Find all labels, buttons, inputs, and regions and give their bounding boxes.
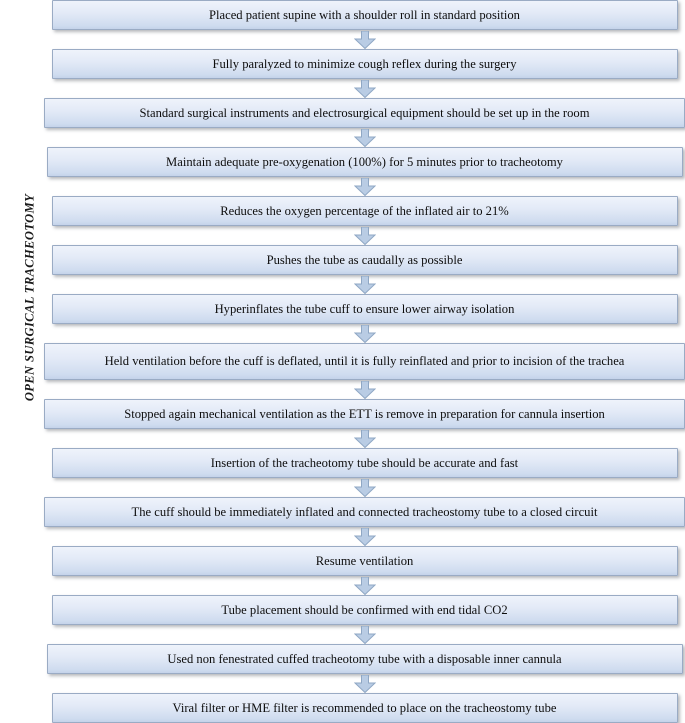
flow-connector-4 bbox=[44, 177, 685, 196]
flow-node-6[interactable]: Pushes the tube as caudally as possible bbox=[51, 245, 678, 275]
flow-node-label: Maintain adequate pre-oxygenation (100%)… bbox=[166, 154, 563, 169]
flow-connector-12 bbox=[44, 576, 685, 595]
flow-connector-8 bbox=[44, 380, 685, 399]
flow-node-7[interactable]: Hyperinflates the tube cuff to ensure lo… bbox=[51, 294, 678, 324]
flow-connector-6 bbox=[44, 275, 685, 294]
flow-node-8[interactable]: Held ventilation before the cuff is defl… bbox=[44, 343, 685, 380]
flow-node-label: Stopped again mechanical ventilation as … bbox=[124, 406, 605, 421]
flow-node-11[interactable]: The cuff should be immediately inflated … bbox=[44, 497, 685, 527]
arrow-down-icon bbox=[353, 527, 376, 546]
arrow-down-icon bbox=[353, 429, 376, 448]
flow-node-label: Tube placement should be confirmed with … bbox=[221, 602, 508, 617]
flow-connector-14 bbox=[44, 674, 685, 693]
flow-connector-1 bbox=[44, 30, 685, 49]
flow-node-13[interactable]: Tube placement should be confirmed with … bbox=[51, 595, 678, 625]
flow-node-9[interactable]: Stopped again mechanical ventilation as … bbox=[44, 399, 685, 429]
arrow-down-icon bbox=[353, 478, 376, 497]
flow-connector-11 bbox=[44, 527, 685, 546]
flow-node-label: Pushes the tube as caudally as possible bbox=[266, 252, 463, 267]
flow-node-label: Resume ventilation bbox=[315, 553, 414, 568]
flow-connector-7 bbox=[44, 324, 685, 343]
flow-node-label: Held ventilation before the cuff is defl… bbox=[104, 354, 625, 369]
arrow-down-icon bbox=[353, 177, 376, 196]
arrow-down-icon bbox=[353, 380, 376, 399]
flow-node-label: Viral filter or HME filter is recommende… bbox=[172, 700, 557, 715]
flow-node-12[interactable]: Resume ventilation bbox=[51, 546, 678, 576]
flow-node-10[interactable]: Insertion of the tracheotomy tube should… bbox=[51, 448, 678, 478]
arrow-down-icon bbox=[353, 79, 376, 98]
arrow-down-icon bbox=[353, 30, 376, 49]
flow-connector-3 bbox=[44, 128, 685, 147]
arrow-down-icon bbox=[353, 324, 376, 343]
flow-node-label: Hyperinflates the tube cuff to ensure lo… bbox=[214, 301, 515, 316]
flow-node-2[interactable]: Fully paralyzed to minimize cough reflex… bbox=[51, 49, 678, 79]
vertical-axis-label: OPEN SURGICAL TRACHEOTOMY bbox=[22, 193, 37, 402]
flow-node-5[interactable]: Reduces the oxygen percentage of the inf… bbox=[51, 196, 678, 226]
side-label-container: OPEN SURGICAL TRACHEOTOMY bbox=[0, 0, 44, 628]
arrow-down-icon bbox=[353, 625, 376, 644]
flow-connector-2 bbox=[44, 79, 685, 98]
flow-node-4[interactable]: Maintain adequate pre-oxygenation (100%)… bbox=[46, 147, 683, 177]
flow-column: Placed patient supine with a shoulder ro… bbox=[44, 0, 685, 723]
flow-node-label: Insertion of the tracheotomy tube should… bbox=[210, 455, 519, 470]
flow-node-3[interactable]: Standard surgical instruments and electr… bbox=[44, 98, 685, 128]
flow-node-label: Placed patient supine with a shoulder ro… bbox=[209, 7, 520, 22]
flow-connector-10 bbox=[44, 478, 685, 497]
arrow-down-icon bbox=[353, 275, 376, 294]
flow-node-15[interactable]: Viral filter or HME filter is recommende… bbox=[51, 693, 678, 723]
arrow-down-icon bbox=[353, 226, 376, 245]
flow-node-label: Used non fenestrated cuffed tracheotomy … bbox=[167, 651, 562, 666]
flow-node-1[interactable]: Placed patient supine with a shoulder ro… bbox=[51, 0, 678, 30]
flow-node-label: The cuff should be immediately inflated … bbox=[131, 504, 598, 519]
arrow-down-icon bbox=[353, 128, 376, 147]
arrow-down-icon bbox=[353, 576, 376, 595]
flow-node-label: Fully paralyzed to minimize cough reflex… bbox=[212, 56, 517, 71]
flow-connector-9 bbox=[44, 429, 685, 448]
flow-connector-5 bbox=[44, 226, 685, 245]
flow-node-14[interactable]: Used non fenestrated cuffed tracheotomy … bbox=[46, 644, 683, 674]
flow-node-label: Reduces the oxygen percentage of the inf… bbox=[220, 203, 509, 218]
flow-node-label: Standard surgical instruments and electr… bbox=[139, 105, 590, 120]
arrow-down-icon bbox=[353, 674, 376, 693]
